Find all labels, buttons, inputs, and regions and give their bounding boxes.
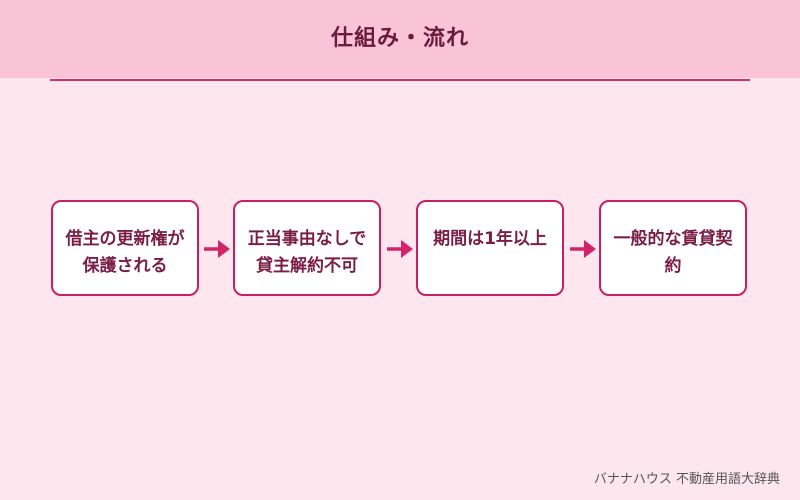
arrow-right-icon bbox=[204, 240, 230, 258]
title-divider bbox=[50, 79, 750, 81]
arrow-right-icon bbox=[570, 240, 596, 258]
page-title: 仕組み・流れ bbox=[330, 26, 469, 51]
header-band bbox=[0, 0, 800, 78]
footer-credit: バナナハウス 不動産用語大辞典 bbox=[593, 472, 780, 487]
flow-step-3: 期間は1年以上 bbox=[416, 200, 564, 296]
flow-step-2: 正当事由なしで貸主解約不可 bbox=[233, 200, 381, 296]
flow-step-4: 一般的な賃貸契約 bbox=[599, 200, 747, 296]
arrow-right-icon bbox=[387, 240, 413, 258]
flow-step-1: 借主の更新権が保護される bbox=[51, 200, 199, 296]
